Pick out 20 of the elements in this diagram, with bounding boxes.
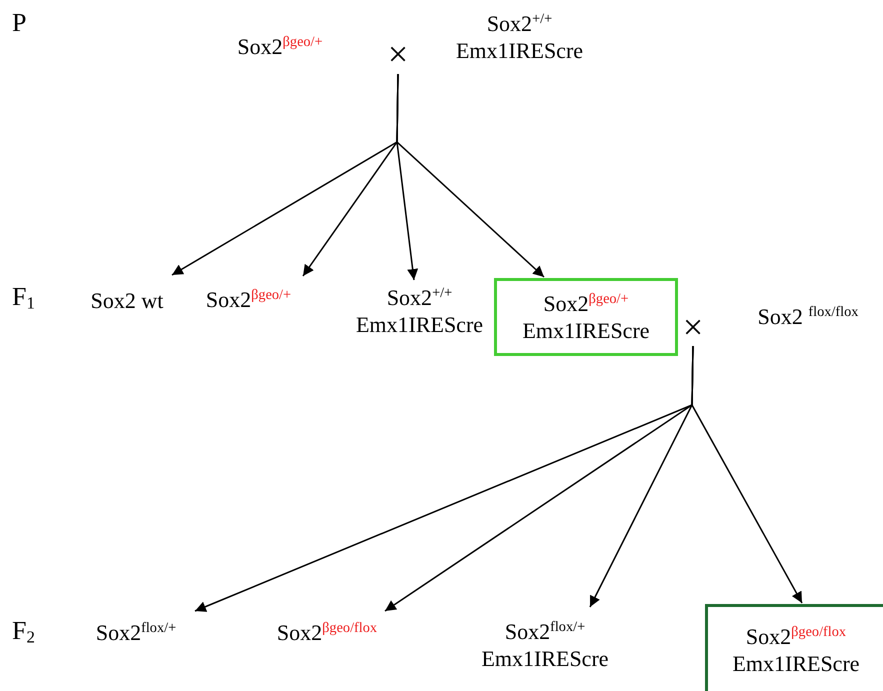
cross-symbol: × <box>388 32 408 76</box>
generation-label: F$_{2}$ <box>12 616 35 646</box>
genotype-text: Sox2$^{βgeo/+}$ Emx1IREScre <box>521 290 651 344</box>
genotype-text: Sox2$^{βgeo/flox}$ <box>276 619 378 647</box>
cross-symbol: × <box>682 306 704 348</box>
arrow <box>396 74 544 278</box>
generation-label: F$_{1}$ <box>12 282 35 312</box>
generation-label: P <box>12 8 26 38</box>
arrow <box>691 346 803 604</box>
genotype-text: Sox2$^{flox/+}$ Emx1IREScre <box>480 618 610 672</box>
genotype-box <box>705 604 883 691</box>
genotype-text: Sox2$^{βgeo/+}$ <box>237 33 323 61</box>
genotype-text: Sox2$^{flox/+}$ <box>96 619 176 647</box>
genotype-text: Sox2$^{βgeo/flox}$ Emx1IREScre <box>731 622 861 678</box>
genotype-text: Sox2 $^{flox/flox}$ <box>758 303 858 331</box>
genotype-text: Sox2 wt <box>90 287 164 315</box>
genotype-text: Sox2$^{βgeo/+}$ <box>206 286 292 314</box>
genotype-box <box>494 278 678 356</box>
genotype-text: Sox2$^{+/+}$ Emx1IREScre <box>454 10 584 64</box>
genotype-text: Sox2$^{+/+}$ Emx1IREScre <box>354 284 484 338</box>
